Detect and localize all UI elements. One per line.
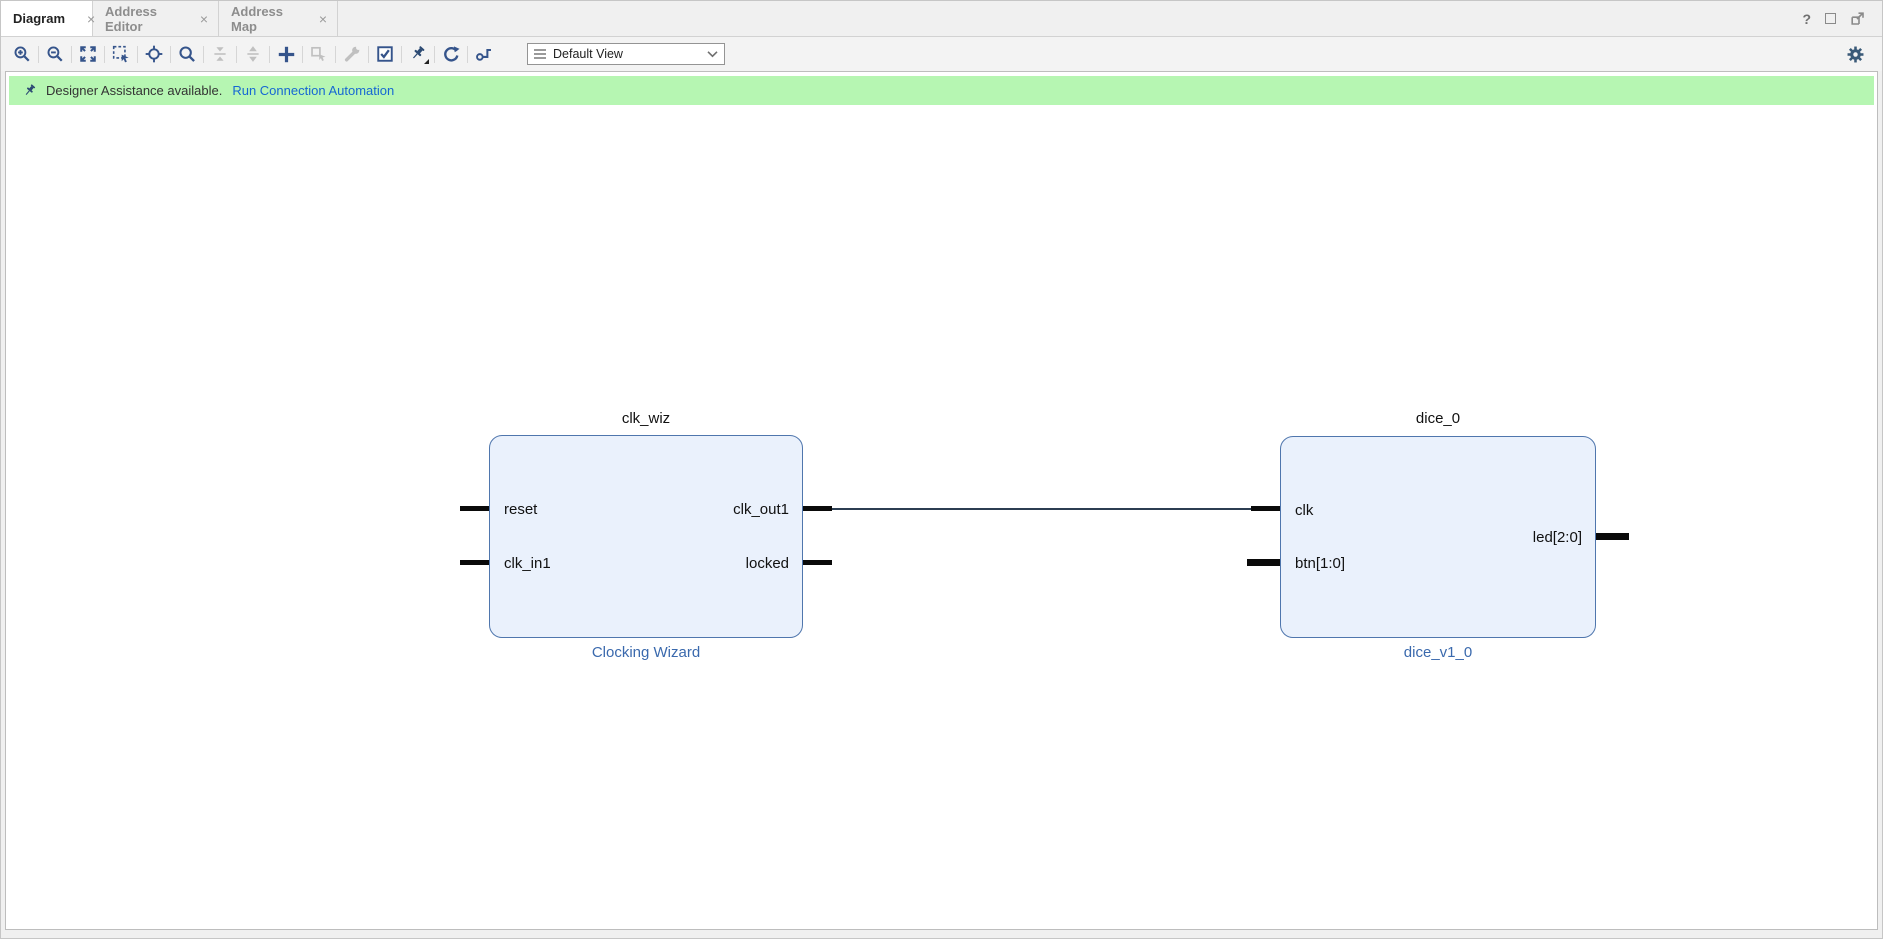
block-type-label: Clocking Wizard (591, 644, 701, 661)
optimize-routing-icon[interactable] (473, 43, 495, 65)
search-icon[interactable] (176, 43, 198, 65)
assistance-pin-icon (25, 84, 36, 95)
make-external-icon (308, 43, 330, 65)
tab-bar: Diagram × Address Editor × Address Map ×… (1, 1, 1882, 37)
settings-gear-icon[interactable] (1844, 43, 1866, 65)
pin-stub-clk-in1[interactable] (460, 560, 489, 565)
port-reset[interactable]: reset (504, 501, 538, 518)
toolbar-separator (203, 45, 204, 63)
toolbar-separator (104, 45, 105, 63)
view-selector-dropdown[interactable]: Default View (527, 43, 725, 65)
bus-stub-led[interactable] (1596, 533, 1629, 540)
maximize-icon[interactable] (1825, 13, 1836, 24)
toolbar-separator (170, 45, 171, 63)
port-clk-out1[interactable]: clk_out1 (733, 501, 789, 518)
toolbar-separator (302, 45, 303, 63)
port-clk-in1[interactable]: clk_in1 (504, 555, 551, 572)
zoom-fit-icon[interactable] (77, 43, 99, 65)
toolbar-separator (467, 45, 468, 63)
window-controls: ? (1802, 1, 1882, 36)
pin-automation-icon[interactable] (407, 43, 429, 65)
port-clk[interactable]: clk (1295, 502, 1314, 519)
toolbar-separator (401, 45, 402, 63)
toolbar-separator (335, 45, 336, 63)
tab-label: Address Editor (105, 3, 158, 34)
port-btn[interactable]: btn[1:0] (1295, 555, 1346, 572)
pin-stub-locked[interactable] (803, 560, 832, 565)
collapse-hierarchy-icon (209, 43, 231, 65)
tab-label: Diagram (13, 11, 66, 26)
add-ip-icon[interactable] (275, 43, 297, 65)
designer-assistance-banner: Designer Assistance available. Run Conne… (9, 76, 1874, 105)
toolbar-separator (137, 45, 138, 63)
view-options-icon (534, 49, 546, 59)
pin-stub-clk[interactable] (1251, 506, 1280, 511)
help-icon[interactable]: ? (1802, 10, 1811, 27)
view-selector-value: Default View (553, 47, 623, 61)
chevron-down-icon (707, 51, 718, 58)
port-led[interactable]: led[2:0] (1532, 529, 1582, 546)
customize-block-wrench-icon (341, 43, 363, 65)
regenerate-layout-icon[interactable] (440, 43, 462, 65)
assistance-message: Designer Assistance available. (46, 83, 223, 98)
block-instance-name: clk_wiz (621, 410, 671, 427)
autofit-selection-icon[interactable] (143, 43, 165, 65)
toolbar-separator (434, 45, 435, 63)
toolbar-separator (71, 45, 72, 63)
toolbar-separator (236, 45, 237, 63)
tabbar-spacer (338, 1, 1802, 36)
diagram-toolbar: Default View (1, 37, 1882, 71)
close-icon[interactable]: × (87, 10, 96, 27)
toolbar-separator (368, 45, 369, 63)
pin-stub-reset[interactable] (460, 506, 489, 511)
block-instance-name: dice_0 (1415, 410, 1461, 427)
block-type-label: dice_v1_0 (1403, 644, 1473, 661)
toolbar-separator (38, 45, 39, 63)
wire-clk-out1-to-clk[interactable] (832, 507, 1251, 510)
tab-diagram[interactable]: Diagram × (1, 1, 96, 36)
tab-address-map[interactable]: Address Map × (219, 1, 338, 36)
tab-address-editor[interactable]: Address Editor × (93, 1, 219, 36)
zoom-to-selection-icon[interactable] (110, 43, 132, 65)
close-icon[interactable]: × (199, 10, 208, 27)
ip-block-clk-wiz[interactable]: reset clk_in1 clk_out1 locked (489, 435, 803, 638)
tab-label: Address Map (231, 3, 284, 34)
validate-design-icon[interactable] (374, 43, 396, 65)
run-connection-automation-link[interactable]: Run Connection Automation (232, 83, 395, 98)
dropdown-corner-triangle (424, 59, 429, 64)
zoom-out-icon[interactable] (44, 43, 66, 65)
pin-stub-clk-out1[interactable] (803, 506, 832, 511)
close-icon[interactable]: × (318, 10, 327, 27)
diagram-canvas[interactable]: Designer Assistance available. Run Conne… (5, 71, 1878, 930)
expand-hierarchy-icon (242, 43, 264, 65)
zoom-in-icon[interactable] (11, 43, 33, 65)
port-locked[interactable]: locked (745, 555, 789, 572)
ip-block-dice-0[interactable]: clk btn[1:0] led[2:0] (1280, 436, 1596, 638)
bus-stub-btn[interactable] (1247, 559, 1280, 566)
float-window-icon[interactable] (1850, 11, 1864, 26)
toolbar-separator (269, 45, 270, 63)
